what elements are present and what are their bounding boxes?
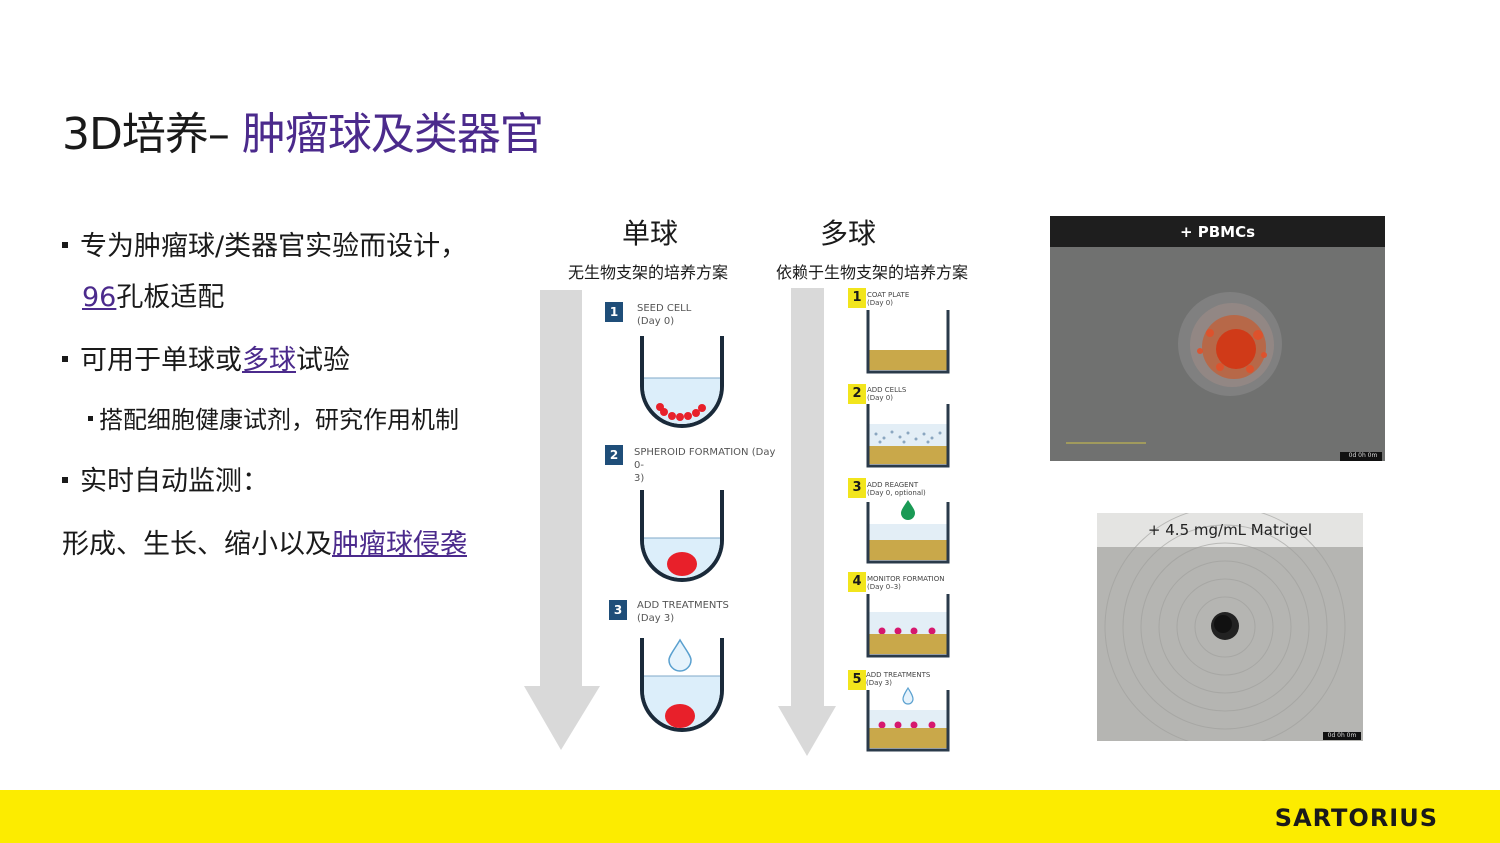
single-heading: 单球 <box>621 217 678 250</box>
multi-well-1 <box>866 310 950 374</box>
sub-bullet-marker <box>88 415 93 421</box>
multi-step-3-badge: 3 <box>848 478 866 498</box>
link-invasion[interactable]: 肿瘤球侵袭 <box>332 529 467 560</box>
single-step-2-badge: 2 <box>605 445 623 465</box>
bullet-2-rest: 试验 <box>296 345 350 376</box>
sartorius-logo: SARTORIUS <box>1274 804 1438 832</box>
line-4-text: 形成、生长、缩小以及 <box>62 529 332 560</box>
line-4: 形成、生长、缩小以及肿瘤球侵袭 <box>62 522 467 561</box>
title-prefix: 3D培养– <box>62 109 242 160</box>
multi-well-5 <box>866 686 950 752</box>
single-well-2 <box>640 490 724 582</box>
multi-well-3 <box>866 500 950 564</box>
multi-step-4-label: MONITOR FORMATION(Day 0–3) <box>867 575 945 591</box>
multi-step-5-label: ADD TREATMENTS(Day 3) <box>866 671 931 687</box>
multi-step-1-badge: 1 <box>848 288 866 308</box>
bullet-2-text: 可用于单球或 <box>80 345 242 376</box>
bullet-1-text: 专为肿瘤球/类器官实验而设计， <box>80 231 468 262</box>
matrigel-timestamp: 0d 0h 0m <box>1327 732 1357 739</box>
matrigel-caption: + 4.5 mg/mL Matrigel <box>1147 521 1313 539</box>
multi-subtitle: 依赖于生物支架的培养方案 <box>776 263 969 282</box>
pbmc-caption: + PBMCs <box>1179 223 1256 241</box>
bullet-1-cont: 96孔板适配 <box>82 275 224 314</box>
page-title: 3D培养– 肿瘤球及类器官 <box>62 98 544 162</box>
multi-step-2-badge: 2 <box>848 384 866 404</box>
single-step-2-label: SPHEROID FORMATION (Day 0-3) <box>634 447 776 484</box>
single-step-1-badge: 1 <box>605 302 623 322</box>
single-step-1-label: SEED CELL(Day 0) <box>637 303 692 327</box>
bullet-marker <box>62 241 68 248</box>
single-step-3-label: ADD TREATMENTS(Day 3) <box>637 600 729 624</box>
bullet-3-text: 实时自动监测： <box>80 466 269 497</box>
single-well-3 <box>640 638 724 732</box>
bullet-marker <box>62 476 68 483</box>
single-timeline-arrow <box>524 290 600 750</box>
multi-step-1-label: COAT PLATE(Day 0) <box>867 291 910 307</box>
bullet-3: 实时自动监测： <box>62 459 269 498</box>
link-96[interactable]: 96 <box>82 282 117 313</box>
sub-bullet-1-text: 搭配细胞健康试剂，研究作用机制 <box>99 406 459 434</box>
matrigel-spheroid <box>1097 513 1363 741</box>
link-multi[interactable]: 多球 <box>242 345 296 376</box>
pbmc-micrograph: + PBMCs 0d 0h 0m <box>1050 216 1385 461</box>
bullet-1: 专为肿瘤球/类器官实验而设计， <box>62 224 467 263</box>
single-step-3-badge: 3 <box>609 600 627 620</box>
matrigel-micrograph: + 4.5 mg/mL Matrigel 0d 0h 0m <box>1097 513 1363 741</box>
single-subtitle: 无生物支架的培养方案 <box>568 263 729 282</box>
bullet-2: 可用于单球或多球试验 <box>62 338 350 377</box>
single-well-1 <box>640 336 724 428</box>
multi-timeline-arrow <box>778 288 836 756</box>
multi-well-2 <box>866 404 950 468</box>
multi-step-4-badge: 4 <box>848 572 866 592</box>
pbmc-caption-bar <box>1050 216 1385 247</box>
multi-step-2-label: ADD CELLS(Day 0) <box>867 386 907 402</box>
sub-bullet-1: 搭配细胞健康试剂，研究作用机制 <box>88 400 459 435</box>
pbmc-timestamp: 0d 0h 0m <box>1348 452 1378 459</box>
multi-well-4 <box>866 594 950 658</box>
multi-heading: 多球 <box>819 217 876 250</box>
bullet-1-rest: 孔板适配 <box>116 282 225 313</box>
multi-step-5-badge: 5 <box>848 670 866 690</box>
pbmc-spheroid <box>1066 292 1382 461</box>
footer-bar <box>0 790 1500 843</box>
multi-step-3-label: ADD REAGENT(Day 0, optional) <box>867 481 926 497</box>
bullet-marker <box>62 355 68 362</box>
title-accent: 肿瘤球及类器官 <box>241 109 544 160</box>
